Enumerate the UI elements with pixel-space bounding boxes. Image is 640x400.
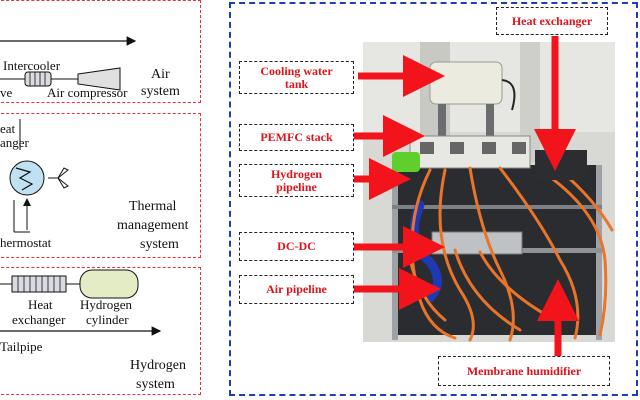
callout-hydrogen-pipeline-line2: pipeline	[276, 179, 317, 194]
callout-cooling-water-tank-line2: tank	[284, 76, 309, 91]
heat-label-fragment-1: eat	[0, 121, 16, 136]
hydrogen-system-box	[0, 267, 201, 395]
callout-heat-exchanger: Heat exchanger	[496, 7, 608, 35]
cooling-water-tank-shape	[429, 61, 516, 136]
tailpipe-label: Tailpipe	[0, 339, 43, 354]
callout-cooling-water-tank-line1: Cooling water	[260, 63, 333, 78]
photo-panel-frame	[229, 2, 638, 396]
hydrogen-system-title-line2: system	[136, 377, 175, 392]
callout-arrows	[354, 36, 579, 356]
hydrogen-system-title-line1: Hydrogen	[130, 358, 186, 373]
thermal-system-box	[0, 113, 201, 258]
heat-exchanger-label-line2: exchanger	[12, 312, 66, 327]
air-system-title-line1: Air	[151, 67, 170, 82]
hydrogen-cylinder-label-line1: Hydrogen	[80, 297, 132, 312]
thermostat-label: hermostat	[0, 235, 52, 250]
fan-icon	[48, 167, 69, 189]
thermal-system-title-line1: Thermal	[129, 199, 177, 214]
callout-cooling-water-tank: Cooling water tank	[239, 61, 354, 94]
callout-air-pipeline: Air pipeline	[239, 275, 354, 304]
intercooler-icon	[24, 71, 52, 87]
callout-membrane-humidifier: Membrane humidifier	[438, 356, 610, 386]
callout-pemfc-stack: PEMFC stack	[239, 124, 354, 151]
air-system-title-line2: system	[141, 84, 180, 99]
valve-label: ve	[0, 85, 13, 100]
air-compressor-icon	[77, 67, 121, 91]
hydrogen-cylinder-label-line2: cylinder	[86, 312, 129, 327]
air-system-box	[0, 0, 201, 103]
radiator-icon	[9, 160, 45, 196]
callout-hydrogen-pipeline-line1: Hydrogen	[270, 166, 323, 181]
pemfc-stack-shape	[409, 135, 531, 169]
thermal-system-title-line3: system	[140, 237, 179, 252]
callout-dc-dc: DC-DC	[239, 232, 354, 261]
intercooler-label: Intercooler	[3, 58, 61, 73]
thermal-system-title-line2: management	[117, 218, 189, 233]
hydrogen-cylinder-icon	[79, 269, 139, 299]
air-compressor-label: Air compressor	[47, 85, 128, 100]
heat-exchanger-label-line1: Heat	[28, 297, 53, 312]
heat-label-fragment-2: anger	[0, 135, 29, 150]
heat-exchanger-icon	[11, 275, 67, 293]
callout-hydrogen-pipeline: Hydrogen pipeline	[239, 164, 354, 197]
